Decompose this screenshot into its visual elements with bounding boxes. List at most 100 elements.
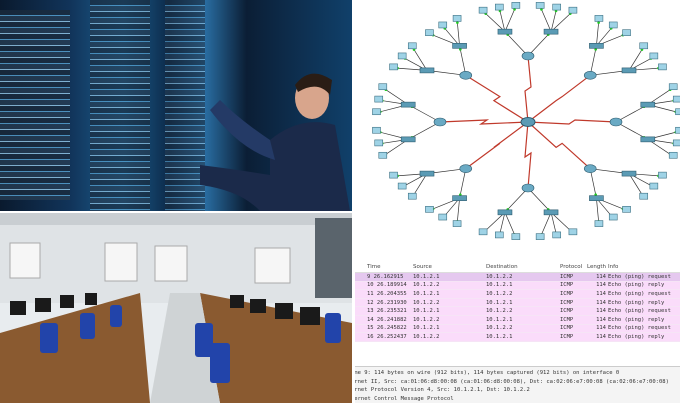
column-length[interactable]: Length — [587, 264, 606, 270]
packet-cell: 10.1.2.1 — [486, 333, 513, 340]
port-status-icon — [597, 21, 600, 24]
pc-icon — [675, 108, 680, 116]
pc-icon — [568, 6, 578, 14]
packet-capture-pane: Time Source Destination Protocol Length … — [355, 262, 680, 403]
pc-icon — [608, 213, 618, 221]
wan-link — [527, 119, 617, 125]
detail-ip[interactable]: ernet Protocol Version 4, Src: 10.1.2.1,… — [355, 387, 530, 394]
packet-cell: 10.1.2.1 — [413, 325, 440, 332]
wan-link — [527, 121, 591, 170]
switch-icon — [589, 43, 604, 49]
pc-icon — [407, 192, 417, 200]
lan-link — [459, 168, 467, 199]
pc-icon — [552, 231, 562, 239]
computer-lab-photo — [0, 213, 352, 403]
lan-link — [459, 45, 467, 76]
port-status-icon — [456, 21, 459, 24]
column-time[interactable]: Time — [367, 264, 381, 270]
server-rack — [0, 10, 70, 200]
pc-icon — [452, 15, 462, 22]
lan-link — [527, 31, 552, 57]
packet-cell: 10.1.2.2 — [486, 308, 513, 315]
column-protocol[interactable]: Protocol — [560, 264, 583, 270]
switch-icon — [419, 170, 435, 177]
packet-cell: 10.1.2.2 — [486, 290, 513, 297]
lan-link — [482, 10, 506, 32]
port-status-icon — [459, 193, 462, 196]
port-status-icon — [513, 8, 516, 11]
pc-icon — [425, 206, 434, 213]
port-status-icon — [594, 193, 597, 196]
packet-cell: 114 — [596, 333, 606, 340]
pc-icon — [594, 15, 604, 22]
packet-cell: 10.1.2.1 — [413, 273, 440, 280]
packet-cell: 10.1.2.2 — [486, 273, 513, 280]
switch-icon — [452, 195, 467, 201]
pc-icon — [389, 63, 398, 71]
pc-icon — [668, 83, 678, 91]
detail-ethernet[interactable]: ernet II, Src: ca:01:06:d8:00:08 (ca:01:… — [355, 378, 669, 385]
packet-cell: ICMP — [560, 333, 574, 340]
core-router-icon — [520, 117, 536, 127]
column-source[interactable]: Source — [413, 264, 432, 270]
switch-icon — [543, 209, 559, 216]
packet-cell: 10.1.2.2 — [413, 299, 440, 306]
packet-cell: 15 26.245822 — [367, 325, 407, 332]
lan-link — [408, 121, 441, 140]
pc-icon — [639, 42, 649, 50]
lan-link — [550, 10, 574, 32]
pc-icon — [425, 29, 434, 36]
pc-icon — [535, 233, 545, 240]
router-icon — [583, 164, 597, 173]
packet-cell: ICMP — [560, 316, 574, 323]
column-info[interactable]: Info — [608, 264, 619, 270]
detail-frame[interactable]: ame 9: 114 bytes on wire (912 bits), 114… — [355, 370, 620, 376]
packet-cell: Echo (ping) request — [608, 273, 671, 280]
pc-icon — [622, 29, 631, 36]
wan-link — [524, 121, 532, 189]
pc-icon — [494, 3, 504, 11]
packet-cell: 114 — [596, 325, 606, 332]
pc-icon — [374, 95, 384, 103]
pc-icon — [568, 228, 578, 236]
switch-icon — [400, 136, 416, 143]
pc-icon — [552, 3, 562, 11]
router-icon — [459, 71, 473, 80]
packet-cell: ICMP — [560, 325, 574, 332]
router-icon — [583, 71, 597, 80]
pc-icon — [397, 52, 407, 60]
packet-cell: 10.1.2.2 — [413, 333, 440, 340]
pc-icon — [672, 95, 680, 103]
switch-icon — [497, 28, 513, 35]
router-icon — [433, 117, 447, 127]
packet-cell: 114 — [596, 316, 606, 323]
lan-link — [589, 168, 597, 199]
packet-cell: ICMP — [560, 273, 574, 280]
column-destination[interactable]: Destination — [486, 264, 518, 270]
detail-icmp[interactable]: ternet Control Message Protocol — [355, 395, 454, 402]
packet-cell: Echo (ping) request — [608, 290, 671, 297]
pc-icon — [378, 83, 388, 91]
server-rack — [165, 0, 205, 211]
packet-cell: 10.1.2.1 — [486, 316, 513, 323]
router-icon — [609, 117, 623, 127]
router-icon — [521, 51, 535, 61]
packet-cell: Echo (ping) request — [608, 308, 671, 315]
packet-cell: 114 — [596, 308, 606, 315]
packet-cell: 10.1.2.1 — [413, 290, 440, 297]
packet-cell: ICMP — [560, 308, 574, 315]
packet-cell: 10.1.2.1 — [486, 299, 513, 306]
packet-cell: 114 — [596, 273, 606, 280]
packet-cell: 10 26.189914 — [367, 282, 407, 289]
lan-link — [647, 87, 674, 105]
packet-cell: 13 26.235321 — [367, 308, 407, 315]
packet-cell: 114 — [596, 282, 606, 289]
